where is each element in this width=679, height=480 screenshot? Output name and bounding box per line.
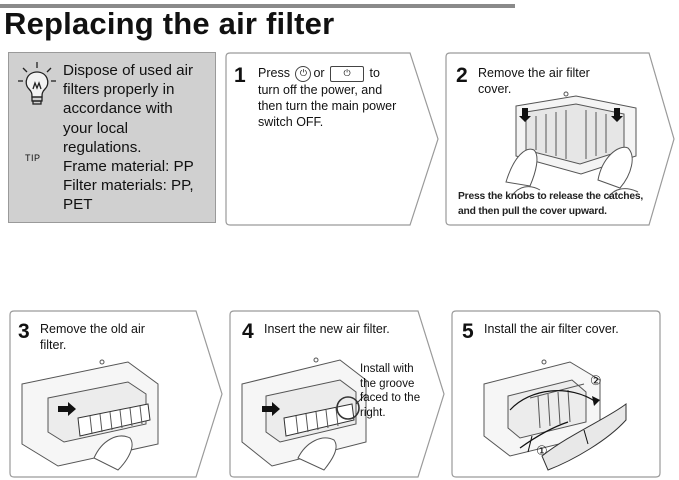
caption-line: Press the knobs to release the catches, [458, 191, 644, 202]
step-number: 2 [456, 64, 468, 87]
step-2-panel: 2 Remove the air filter cover. Press the… [444, 52, 676, 226]
filter-cover-install-illustration [483, 359, 627, 471]
step-text-press: Press [258, 66, 290, 80]
lightbulb-icon [18, 62, 56, 105]
tip-line: Frame material: PP [63, 158, 194, 176]
step-number: 1 [234, 64, 246, 87]
caption-line: and then pull the cover upward. [458, 206, 607, 217]
title-rule [0, 4, 515, 8]
step-line: Insert the new air filter. [264, 322, 390, 336]
step-1-panel: 1 Press ⏻or ⏻ to turn off the power, and… [224, 52, 440, 226]
step-line: Remove the old air [40, 322, 145, 336]
tip-line: Dispose of used air [63, 62, 194, 79]
step-text: Press ⏻or ⏻ to turn off the power, and t… [258, 65, 396, 130]
new-filter-insert-illustration [241, 357, 367, 471]
power-key-icon: ⏻ [330, 65, 365, 82]
step-line: cover. [478, 82, 512, 96]
step-text-or: or [313, 66, 325, 80]
step-number: 5 [462, 320, 474, 343]
step-line: switch OFF. [258, 114, 324, 129]
step-line: then turn the main power [258, 98, 397, 113]
step-frame [225, 52, 439, 226]
note-line: faced to the [360, 392, 421, 404]
step-number: 3 [18, 320, 30, 343]
tip-line: filters properly in [63, 81, 175, 99]
step-text: Remove the air filter cover. [478, 65, 590, 97]
tip-line: accordance with [63, 100, 173, 118]
tip-box: TIP Dispose of used air filters properly… [8, 52, 216, 223]
groove-note: Install with the groove faced to the rig… [360, 362, 420, 420]
step-text: Install the air filter cover. [484, 321, 619, 337]
step-text-to: to [369, 66, 380, 80]
step-caption: Press the knobs to release the catches, … [458, 189, 643, 219]
step-5-panel: 5 Install the air filter cover. ② ① [450, 310, 662, 480]
power-button-icon: ⏻ [295, 65, 312, 82]
tip-line: PET [63, 196, 93, 214]
filter-cover-removal-illustration [505, 91, 639, 199]
step-line: Remove the air filter [478, 66, 590, 80]
tip-line: regulations. [63, 138, 142, 156]
step-4-panel: 4 Insert the new air filter. Install wit… [228, 310, 446, 480]
marker-2: ② [590, 373, 602, 388]
note-line: right. [360, 406, 386, 419]
step-line: turn off the power, and [258, 82, 383, 97]
marker-1: ① [536, 443, 548, 458]
step-number: 4 [242, 320, 254, 343]
tip-label: TIP [25, 153, 41, 163]
step-line: filter. [40, 338, 67, 352]
page-title: Replacing the air filter [4, 6, 335, 41]
step-3-panel: 3 Remove the old air filter. [8, 310, 224, 480]
note-line: the groove [360, 377, 415, 390]
page-header: Replacing the air filter [0, 0, 679, 46]
tip-line: your local [63, 119, 128, 137]
tip-line: Filter materials: PP, [63, 177, 194, 195]
note-line: Install with [360, 363, 414, 375]
tip-text: Dispose of used air filters properly in … [63, 61, 213, 215]
old-filter-removal-illustration [21, 359, 159, 471]
step-line: Install the air filter cover. [484, 322, 619, 336]
step-text: Remove the old air filter. [40, 321, 145, 353]
step-text: Insert the new air filter. [264, 321, 390, 337]
